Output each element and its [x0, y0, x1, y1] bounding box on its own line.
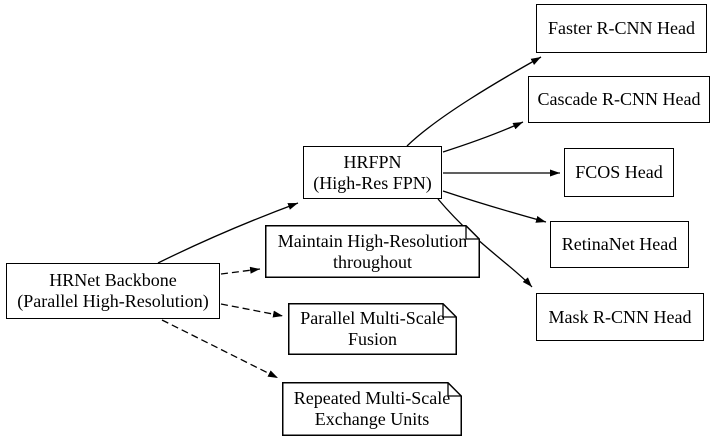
node-hrfpn: HRFPN (High-Res FPN) — [303, 146, 442, 199]
edge-hrfpn-retinanet — [442, 190, 547, 223]
edge-hrfpn-cascade — [442, 121, 524, 153]
node-label: Maintain High-Resolution throughout — [277, 230, 468, 272]
node-label: HRNet Backbone (Parallel High-Resolution… — [17, 270, 209, 311]
node-cascade-rcnn-head: Cascade R-CNN Head — [528, 76, 710, 123]
node-label: Faster R-CNN Head — [548, 18, 695, 38]
note-fold-shape — [288, 303, 457, 355]
note-repeated-multi-scale-exchange: Repeated Multi-Scale Exchange Units — [282, 382, 462, 436]
note-fold-shape — [282, 382, 462, 436]
edge-backbone-hrfpn — [157, 202, 299, 264]
node-label: FCOS Head — [575, 162, 663, 182]
node-fcos-head: FCOS Head — [564, 148, 674, 197]
node-label: HRFPN (High-Res FPN) — [313, 151, 432, 193]
note-maintain-high-resolution: Maintain High-Resolution throughout — [265, 225, 480, 278]
edge-hrfpn-mask — [437, 198, 533, 288]
edge-backbone-note-parallel — [220, 303, 284, 318]
node-faster-rcnn-head: Faster R-CNN Head — [536, 4, 707, 53]
node-label: Parallel Multi-Scale Fusion — [300, 308, 445, 349]
note-fold-shape — [265, 225, 480, 278]
node-retinanet-head: RetinaNet Head — [550, 221, 689, 268]
node-mask-rcnn-head: Mask R-CNN Head — [536, 293, 704, 341]
node-label: Mask R-CNN Head — [548, 306, 692, 327]
note-parallel-multi-scale-fusion: Parallel Multi-Scale Fusion — [288, 303, 457, 355]
edge-hrfpn-faster — [406, 56, 542, 147]
node-label: RetinaNet Head — [561, 234, 678, 254]
edge-backbone-note-repeated — [161, 319, 279, 379]
node-label: Cascade R-CNN Head — [537, 89, 701, 109]
edge-backbone-note-maintain — [220, 266, 261, 275]
node-hrnet-backbone: HRNet Backbone (Parallel High-Resolution… — [6, 263, 220, 319]
node-label: Repeated Multi-Scale Exchange Units — [293, 388, 451, 429]
